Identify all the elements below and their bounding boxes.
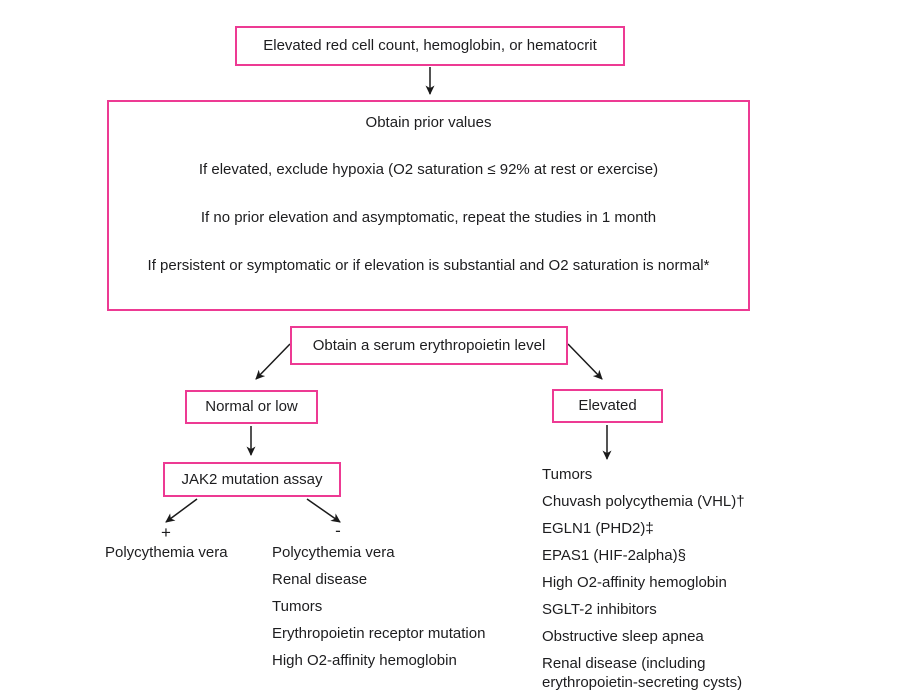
node-epo: Obtain a serum erythropoietin level [290,326,568,365]
workup-step-2: If elevated, exclude hypoxia (O2 saturat… [198,161,659,178]
list-item: Polycythemia vera [105,544,228,561]
node-normal-or-low: Normal or low [185,390,318,424]
jak2-negative-sign: - [335,521,341,540]
jak2-positive-list: Polycythemia vera [105,543,228,570]
list-item: Erythropoietin receptor mutation [272,625,486,642]
node-workup-box [107,100,750,311]
list-item: High O2-affinity hemoglobin [272,652,457,669]
list-item: Chuvash polycythemia (VHL)† [542,493,745,510]
workup-step-3: If no prior elevation and asymptomatic, … [200,209,657,226]
node-elevated: Elevated [552,389,663,423]
node-start: Elevated red cell count, hemoglobin, or … [235,26,625,66]
list-item: Obstructive sleep apnea [542,628,704,645]
arrow-epo-to-normal [255,343,291,380]
list-item: Tumors [542,466,593,483]
list-item: SGLT-2 inhibitors [542,601,657,618]
arrow-epo-to-elevated [567,343,603,380]
list-item: EPAS1 (HIF-2alpha)§ [542,547,686,564]
workup-step-1: Obtain prior values [365,114,492,131]
workup-step-4: If persistent or symptomatic or if eleva… [147,257,710,274]
arrow-jak2-negative [306,498,341,523]
list-item: Renal disease [272,571,368,588]
list-item: High O2-affinity hemoglobin [542,574,727,591]
list-item: Tumors [272,598,323,615]
list-item: Polycythemia vera [272,544,395,561]
list-item: EGLN1 (PHD2)‡ [542,520,654,537]
jak2-positive-sign: + [161,523,171,542]
arrow-jak2-positive [165,498,198,523]
list-item: Renal disease (including erythropoietin-… [542,655,743,691]
node-jak2: JAK2 mutation assay [163,462,341,497]
